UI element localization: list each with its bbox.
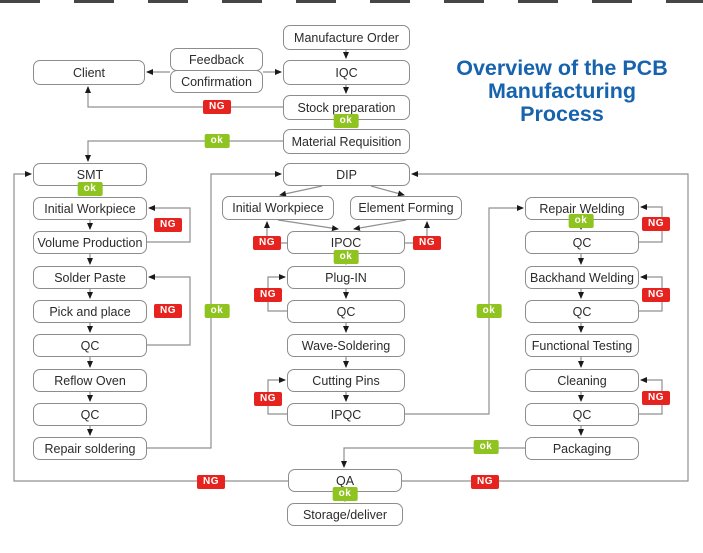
node-qc-smt-1: QC (33, 334, 147, 357)
ok-badge-ipqc-repair-welding: ok (476, 304, 502, 318)
node-wave-soldering: Wave-Soldering (287, 334, 405, 357)
ok-badge-qa: ok (332, 487, 358, 501)
node-functional-testing: Functional Testing (525, 334, 639, 357)
node-storage-deliver: Storage/deliver (287, 503, 403, 526)
ng-badge-ipqc-cutting-pins: NG (254, 392, 282, 406)
node-solder-paste: Solder Paste (33, 266, 147, 289)
ng-badge-stock-client: NG (203, 100, 231, 114)
node-initial-workpiece-smt: Initial Workpiece (33, 197, 147, 220)
node-smt: SMT (33, 163, 147, 186)
ok-badge-repair-soldering-dip: ok (204, 304, 230, 318)
node-backhand-welding: Backhand Welding (525, 266, 639, 289)
edge-qa-dip-ng (402, 171, 688, 481)
node-qc-dip-1: QC (287, 300, 405, 323)
ok-badge-stock-preparation: ok (333, 114, 359, 128)
node-manufacture-order: Manufacture Order (283, 25, 410, 50)
node-initial-workpiece-dip: Initial Workpiece (222, 196, 334, 220)
node-confirmation: Confirmation (170, 70, 263, 93)
ok-badge-smt: ok (77, 182, 103, 196)
ng-badge-qc-solder-paste: NG (154, 304, 182, 318)
edge-dip-ef (371, 186, 405, 197)
ng-badge-ipoc-left: NG (253, 236, 281, 250)
node-iqc: IQC (283, 60, 410, 85)
edge-ef-ipoc (353, 220, 406, 231)
node-qc-right-2: QC (525, 300, 639, 323)
ng-badge-qc-backhand-welding: NG (642, 288, 670, 302)
ng-badge-qc-plug-in: NG (254, 288, 282, 302)
ng-badge-ipoc-right: NG (413, 236, 441, 250)
node-client: Client (33, 60, 145, 85)
edge-qc-solder-ng (147, 274, 190, 345)
edge-vp-iw-ng (147, 205, 190, 242)
node-packaging: Packaging (525, 437, 639, 460)
node-material-requisition: Material Requisition (283, 129, 410, 154)
ng-badge-volume-production: NG (154, 218, 182, 232)
node-cleaning: Cleaning (525, 369, 639, 392)
ok-badge-repair-welding: ok (568, 214, 594, 228)
node-reflow-oven: Reflow Oven (33, 369, 147, 392)
ng-badge-qa-smt: NG (197, 475, 225, 489)
ng-badge-qa-dip: NG (471, 475, 499, 489)
node-repair-soldering: Repair soldering (33, 437, 147, 460)
ok-badge-ipoc: ok (333, 250, 359, 264)
edge-iw-ipoc (278, 220, 339, 232)
node-feedback: Feedback (170, 48, 263, 71)
edge-qa-smt-ng (14, 171, 288, 481)
node-plug-in: Plug-IN (287, 266, 405, 289)
ok-badge-material-requisition: ok (204, 134, 230, 148)
node-qc-right-1: QC (525, 231, 639, 254)
diagram-title: Overview of the PCB Manufacturing Proces… (456, 56, 668, 126)
node-pick-and-place: Pick and place (33, 300, 147, 323)
ok-badge-packaging-qa: ok (473, 440, 499, 454)
node-qc-smt-2: QC (33, 403, 147, 426)
node-ipqc: IPQC (287, 403, 405, 426)
ng-badge-qc-repair-welding: NG (642, 217, 670, 231)
edge-dip-iw (279, 186, 322, 197)
node-volume-production: Volume Production (33, 231, 147, 254)
top-dashed-border (0, 0, 703, 3)
node-dip: DIP (283, 163, 410, 186)
edge-material-smt-ok (85, 141, 283, 162)
node-cutting-pins: Cutting Pins (287, 369, 405, 392)
node-qc-right-3: QC (525, 403, 639, 426)
ng-badge-qc-cleaning: NG (642, 391, 670, 405)
edge-pk-qa-ok (341, 448, 525, 468)
node-element-forming: Element Forming (350, 196, 462, 220)
